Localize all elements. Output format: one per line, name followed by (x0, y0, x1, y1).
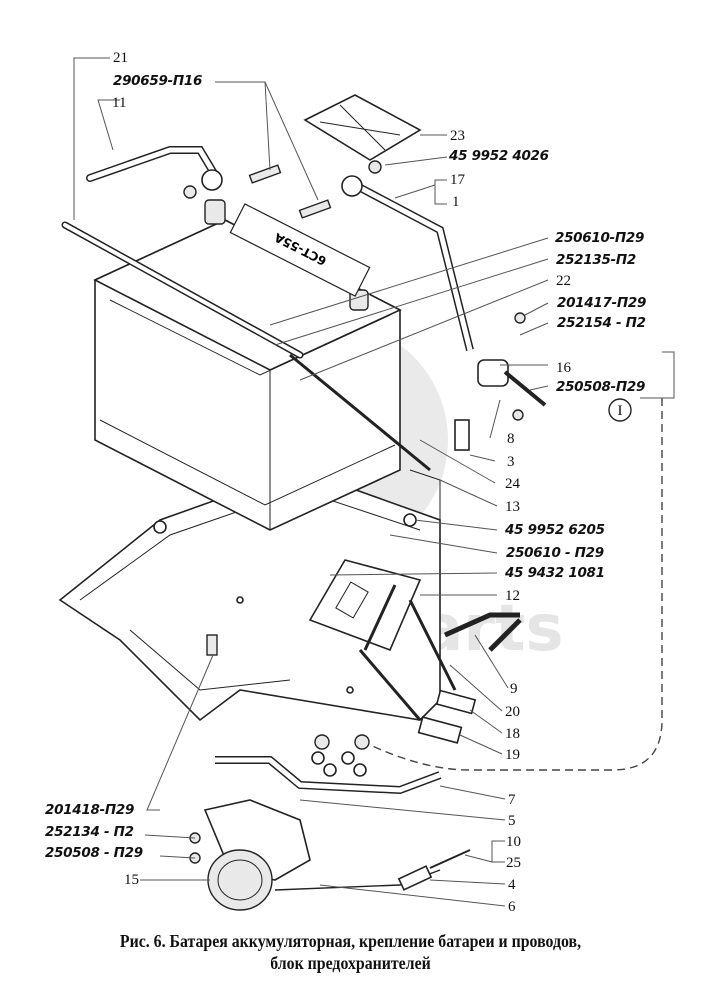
callout-25: 25 (506, 855, 521, 871)
bolt-201418 (206, 634, 218, 656)
arrow-18 (408, 599, 457, 691)
callout-24: 24 (505, 476, 521, 492)
callout-250610-P29-mid: 250610 - П29 (506, 545, 604, 561)
callout-15: 15 (124, 872, 139, 888)
callout-201417-P29: 201417-П29 (557, 295, 646, 311)
callout-21: 21 (113, 50, 128, 66)
callout-3: 3 (507, 454, 515, 470)
callout-45-9432-1081: 45 9432 1081 (504, 565, 605, 581)
callout-45-9952-6205: 45 9952 6205 (504, 522, 605, 538)
callout-18: 18 (505, 726, 520, 742)
detail-marker-circle (608, 398, 632, 422)
parts-diagram: data-parts I 6СТ-55А (45, 50, 675, 915)
callout-250610-P29-top: 250610-П29 (555, 230, 644, 246)
solenoid-15 (189, 799, 311, 911)
callout-252154-P2: 252154 - П2 (557, 315, 646, 331)
caption-line-1: Рис. 6. Батарея аккумуляторная, креплени… (119, 931, 582, 951)
battery-terminal-positive (204, 199, 226, 225)
callout-45-9952-4026: 45 9952 4026 (448, 148, 549, 164)
callout-13: 13 (505, 499, 520, 515)
callout-7: 7 (508, 792, 516, 808)
fuse-link-18 (435, 689, 477, 715)
callout-11: 11 (112, 95, 126, 111)
detail-marker-bracket (640, 351, 675, 399)
connector-16 (477, 359, 509, 387)
detail-boundary-dashed (359, 398, 663, 771)
callout-6: 6 (508, 899, 516, 915)
connector-4 (397, 865, 433, 891)
callout-252134-P2: 252134 - П2 (45, 824, 134, 840)
nut (183, 185, 197, 199)
callout-22: 22 (556, 273, 571, 289)
callout-19: 19 (505, 747, 520, 763)
figure-caption: Рис. 6. Батарея аккумуляторная, креплени… (0, 930, 701, 974)
callout-20: 20 (505, 704, 520, 720)
callout-17: 17 (450, 172, 466, 188)
arrow-19 (358, 649, 422, 721)
callout-250508-P29-bottom: 250508 - П29 (45, 845, 143, 861)
callout-5: 5 (508, 813, 516, 829)
fuse-box (308, 559, 422, 652)
callout-16: 16 (556, 360, 572, 376)
callout-8: 8 (507, 431, 515, 447)
callout-9: 9 (510, 681, 518, 697)
callout-290659-P16: 290659-П16 (113, 73, 202, 89)
callout-250508-P29-top: 250508-П29 (556, 379, 645, 395)
callout-4: 4 (508, 877, 516, 893)
callout-1: 1 (452, 194, 460, 210)
callout-12: 12 (505, 588, 520, 604)
leader-lines (73, 57, 549, 907)
bolt-290659 (248, 164, 282, 184)
callout-10: 10 (506, 834, 521, 850)
callout-252135-P2: 252135-П2 (556, 252, 636, 268)
wire-9 (443, 612, 520, 638)
battery-6st-55a: 6СТ-55А (93, 199, 402, 531)
connector-3 (454, 419, 470, 451)
callout-201418-P29: 201418-П29 (45, 802, 134, 818)
callout-23: 23 (450, 128, 465, 144)
caption-line-2: блок предохранителей (270, 953, 431, 973)
fuse-link-19 (417, 716, 463, 744)
detail-marker-label: I (618, 403, 623, 419)
